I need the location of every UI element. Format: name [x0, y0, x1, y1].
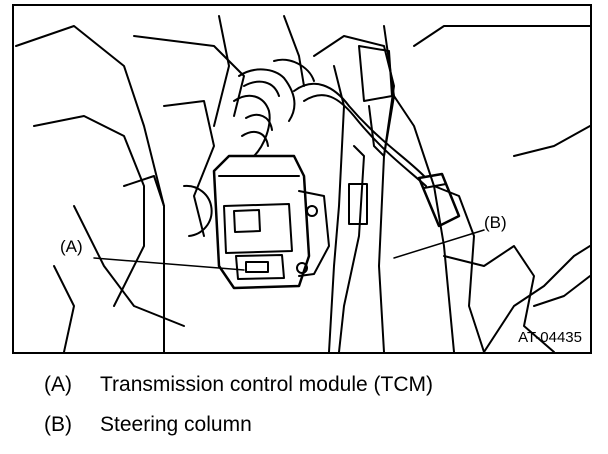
diagram-frame: (A) (B) AT-04435 — [12, 4, 592, 354]
callout-a: (A) — [60, 237, 83, 256]
dash-panel — [483, 125, 590, 352]
mounting-bracket — [15, 25, 245, 352]
shift-linkage — [313, 35, 395, 352]
legend-item: (B) Steering column — [44, 414, 433, 454]
leader-line-b — [393, 229, 485, 259]
legend: (A) Transmission control module (TCM) (B… — [44, 374, 433, 454]
illustration — [15, 15, 590, 352]
wire-harness — [213, 15, 427, 187]
legend-key: (A) — [44, 373, 72, 396]
legend-item: (A) Transmission control module (TCM) — [44, 374, 433, 414]
connector-boot — [417, 172, 461, 228]
figure-code: AT-04435 — [518, 329, 582, 346]
leader-line-a — [93, 257, 245, 271]
legend-text: Transmission control module (TCM) — [100, 373, 433, 396]
tcm-unit — [212, 154, 330, 290]
legend-text: Steering column — [100, 413, 252, 436]
steering-column — [378, 25, 590, 352]
callout-b: (B) — [484, 213, 507, 232]
legend-key: (B) — [44, 413, 72, 436]
